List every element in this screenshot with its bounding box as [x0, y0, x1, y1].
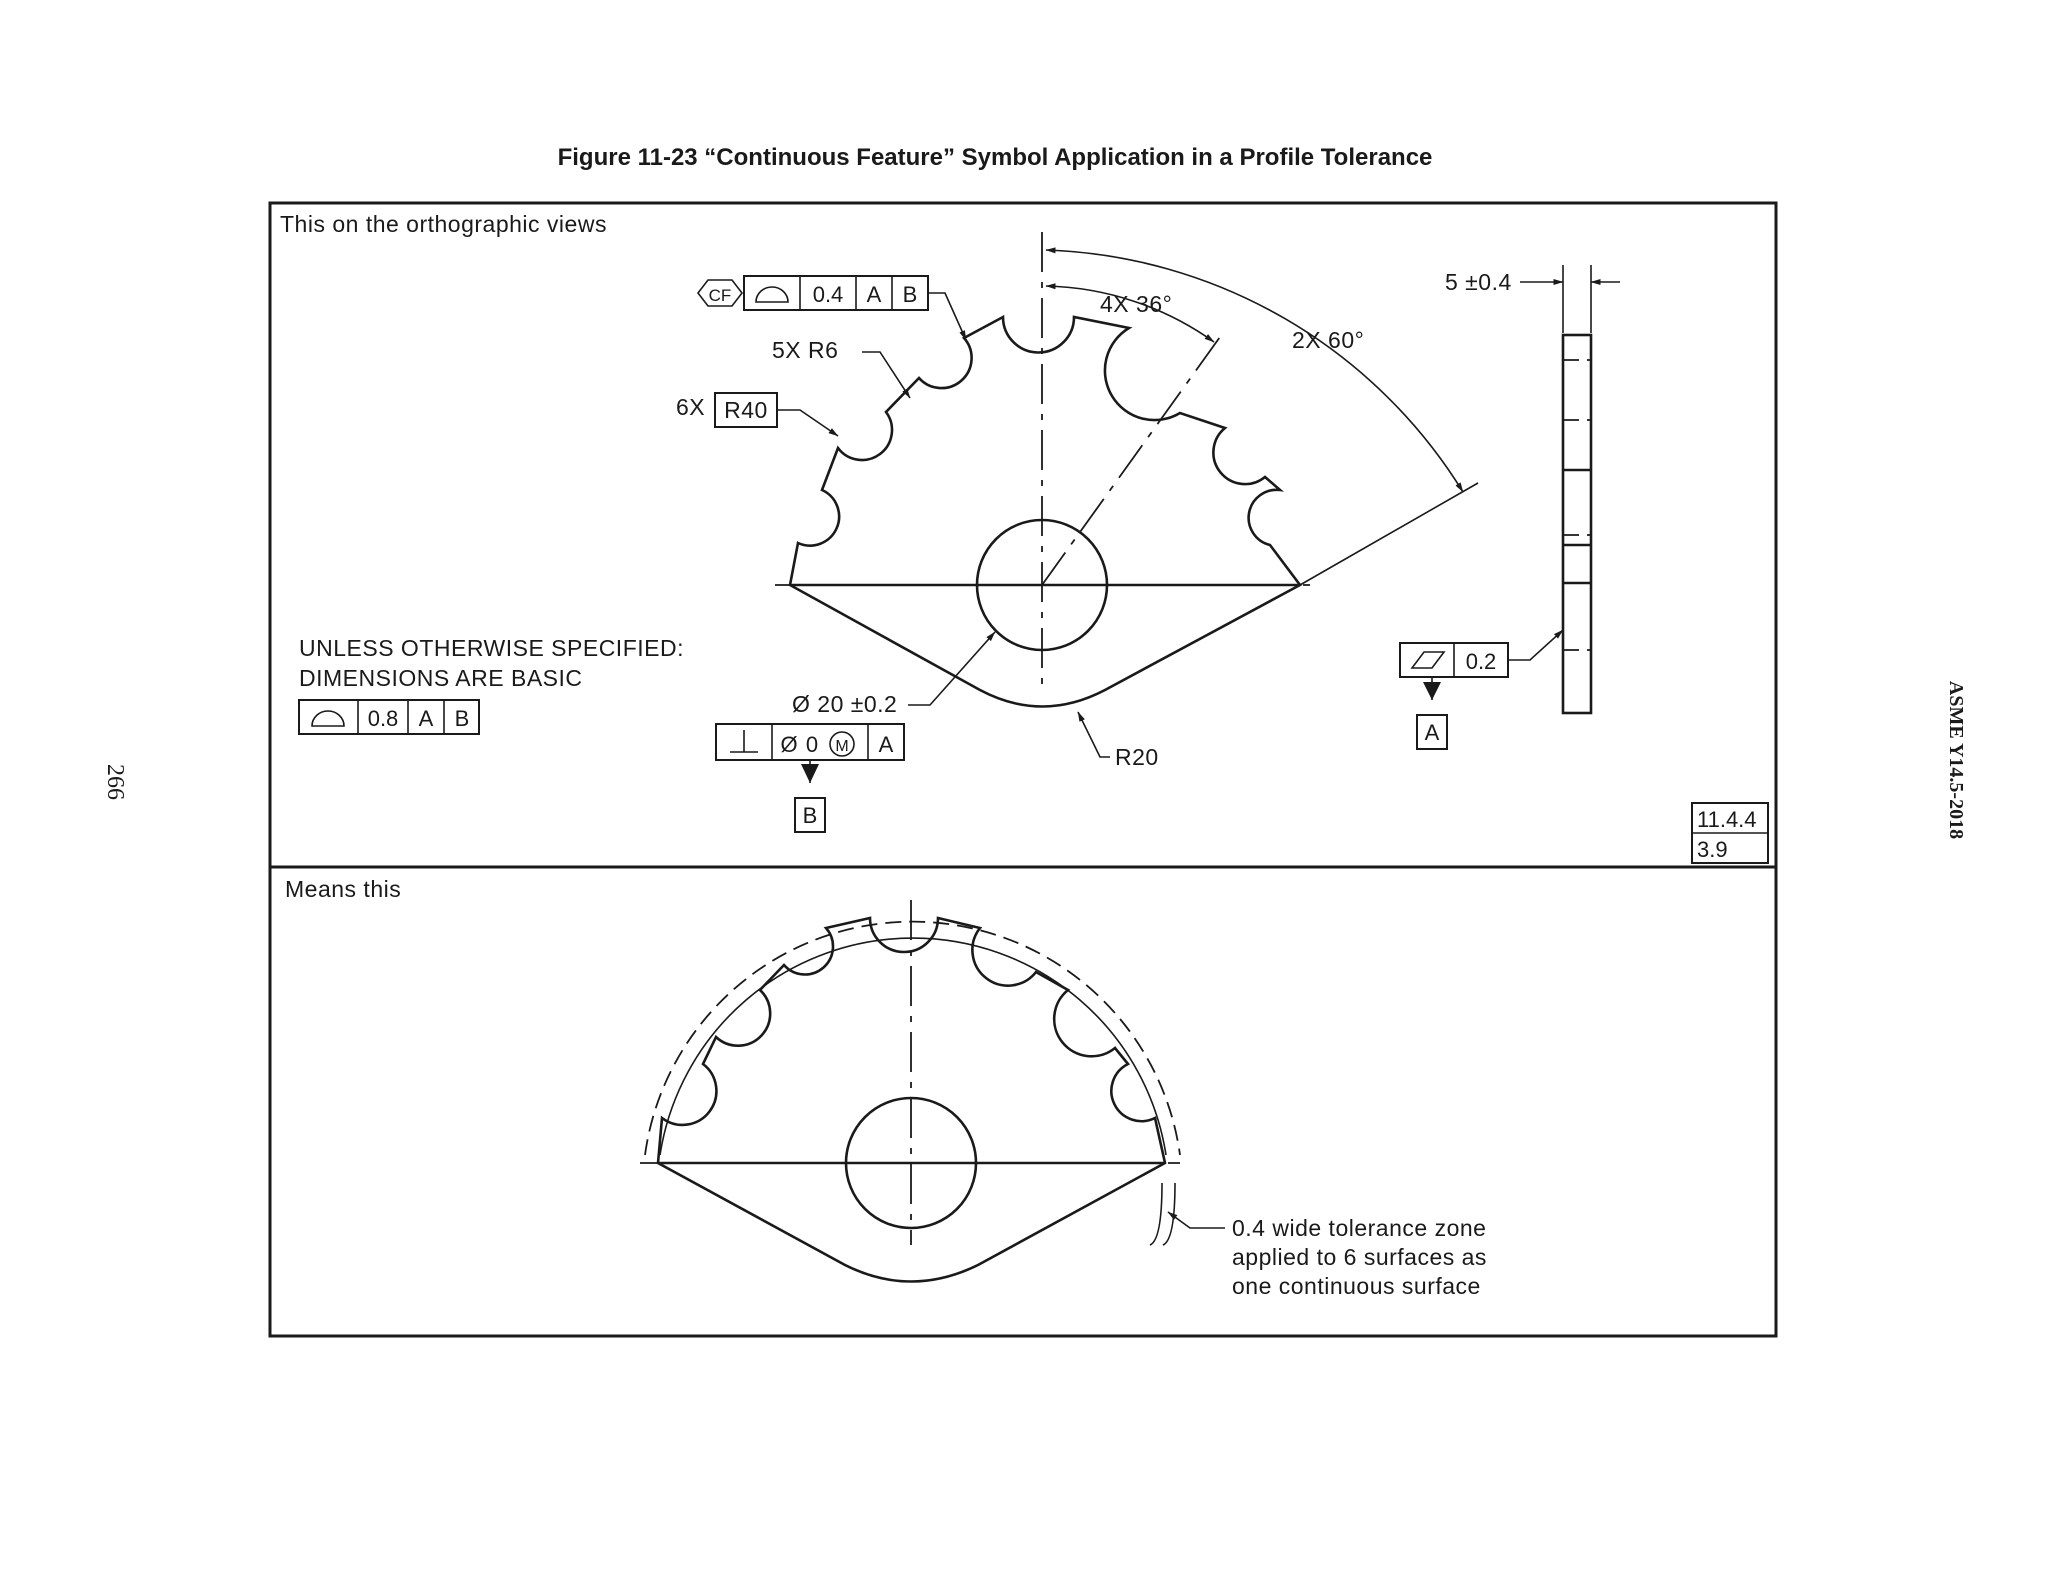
- fcf-flatness: 0.2: [1399, 642, 1509, 678]
- part-outline-top: [788, 314, 1302, 708]
- dim-outer-radius-basic: R40: [724, 397, 768, 423]
- bottom-panel-frame: [268, 865, 1778, 1338]
- side-view: [1561, 333, 1593, 715]
- fcf-general: 0.8 A B: [298, 699, 480, 735]
- svg-text:0.8: 0.8: [368, 706, 399, 731]
- datum-a-label: A: [1425, 720, 1440, 745]
- top-panel-frame: [268, 201, 1778, 869]
- zone-note-line1: 0.4 wide tolerance zone: [1232, 1215, 1486, 1241]
- profile-of-a-surface-icon-general: [311, 710, 345, 727]
- svg-text:0.2: 0.2: [1466, 649, 1497, 674]
- svg-text:Ø: Ø: [780, 732, 797, 757]
- svg-text:A: A: [879, 732, 894, 757]
- fcf-profile: 0.4 A B: [743, 275, 929, 311]
- top-caption: This on the orthographic views: [280, 211, 607, 237]
- general-note-line1: UNLESS OTHERWISE SPECIFIED:: [299, 635, 684, 661]
- general-note-line2: DIMENSIONS ARE BASIC: [299, 665, 583, 691]
- perpendicularity-icon: [730, 730, 758, 753]
- svg-text:A: A: [419, 706, 434, 731]
- svg-text:0.4: 0.4: [813, 282, 844, 307]
- dim-angle-span: 2X 60°: [1292, 327, 1364, 353]
- svg-text:0: 0: [806, 732, 818, 757]
- cf-symbol: CF: [696, 279, 744, 307]
- ref-paragraph: 11.4.4: [1697, 807, 1757, 832]
- dim-angle-notch: 4X 36°: [1100, 291, 1172, 317]
- dim-bottom-radius: R20: [1115, 744, 1159, 770]
- svg-text:B: B: [455, 706, 470, 731]
- part-outline-bottom: [656, 916, 1167, 1283]
- svg-text:A: A: [867, 282, 882, 307]
- fcf-perp: Ø 0 M A: [715, 723, 905, 761]
- bottom-caption: Means this: [285, 876, 401, 902]
- page-number: 266: [102, 764, 128, 800]
- figure-title: Figure 11-23 “Continuous Feature” Symbol…: [558, 144, 1433, 171]
- standard-name: ASME Y14.5-2018: [1945, 681, 1967, 839]
- dim-hole: Ø 20 ±0.2: [792, 691, 897, 717]
- profile-of-a-surface-icon: [755, 286, 789, 303]
- svg-text:M: M: [835, 738, 848, 755]
- svg-text:CF: CF: [709, 286, 732, 305]
- tolerance-zone-outer: [644, 920, 1181, 1156]
- zone-note-line3: one continuous surface: [1232, 1273, 1481, 1299]
- zone-note-line2: applied to 6 surfaces as: [1232, 1244, 1487, 1270]
- dim-notch-radius: 5X R6: [772, 337, 838, 363]
- ref-paragraph2: 3.9: [1697, 837, 1728, 862]
- dim-outer-radius-qty: 6X: [676, 394, 705, 420]
- dim-thickness: 5 ±0.4: [1445, 269, 1512, 295]
- datum-b-label: B: [803, 803, 818, 828]
- svg-text:B: B: [903, 282, 918, 307]
- tolerance-zone-inner: [659, 937, 1167, 1156]
- flatness-icon: [1410, 651, 1446, 669]
